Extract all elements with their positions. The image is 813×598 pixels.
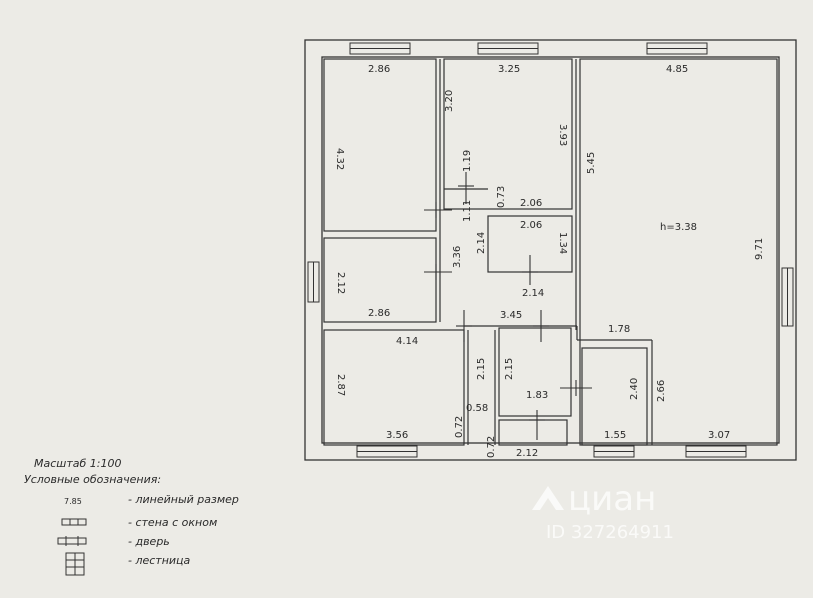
legend-item-door: - дверь xyxy=(128,535,170,548)
dim-r6-top: 4.14 xyxy=(396,336,418,347)
window-bottom-3 xyxy=(685,445,747,458)
doors xyxy=(424,172,592,440)
door-hall-2 xyxy=(458,172,474,204)
dim-porch-b: 2.12 xyxy=(516,448,538,459)
legend-title: Условные обозначения: xyxy=(24,473,161,486)
door-room-6 xyxy=(456,310,472,342)
dim-r1-side: 4.32 xyxy=(334,148,345,170)
legend-window-icon xyxy=(61,518,87,526)
dim-r8-side: 2.40 xyxy=(629,378,640,400)
room-7 xyxy=(498,327,572,417)
legend-item-window: - стена с окном xyxy=(128,516,217,529)
legend-door-icon xyxy=(57,536,87,546)
dim-r6-a: 0.72 xyxy=(454,416,465,438)
room-6 xyxy=(323,329,465,446)
watermark-id: ID 327264911 xyxy=(546,522,674,543)
dim-r2-top: 3.25 xyxy=(498,64,520,75)
dim-hall-b: 1.11 xyxy=(462,200,473,222)
dim-r3-height: h=3.38 xyxy=(660,222,697,233)
dim-r6-b: 0.58 xyxy=(466,403,488,414)
door-room-7 xyxy=(533,310,549,342)
dim-mid-a: 3.45 xyxy=(500,310,522,321)
window-top-3 xyxy=(646,42,708,55)
dim-r3-top: 4.85 xyxy=(666,64,688,75)
dim-r5-bottom: 2.86 xyxy=(368,308,390,319)
door-room-8 xyxy=(560,380,592,396)
room-8 xyxy=(581,347,648,446)
dim-r4-bottom: 2.14 xyxy=(522,288,544,299)
dim-mid-b: 1.78 xyxy=(608,324,630,335)
interior-walls xyxy=(323,58,778,446)
dim-r6-right: 2.15 xyxy=(476,358,487,380)
door-hall-3 xyxy=(424,264,452,280)
dim-r2-left: 3.20 xyxy=(444,90,455,112)
dim-r2-gap: 0.73 xyxy=(496,186,507,208)
dim-porch-a: 0.72 xyxy=(486,436,497,458)
room-1 xyxy=(323,58,437,232)
window-left xyxy=(307,261,320,303)
dimension-labels: 2.86 4.32 3.25 3.20 3.93 2.06 0.73 4.85 … xyxy=(334,64,765,459)
dim-r2-bottom: 2.06 xyxy=(520,198,542,209)
dim-r9-left: 2.66 xyxy=(656,380,667,402)
room-2 xyxy=(443,58,573,210)
dim-hall-a: 1.19 xyxy=(462,150,473,172)
legend-item-dimension: - линейный размер xyxy=(128,493,239,506)
dim-r9-bottom: 3.07 xyxy=(708,430,730,441)
legend-sample-value: 7.85 xyxy=(64,497,82,506)
dim-r3-right: 9.71 xyxy=(754,238,765,260)
legend-scale: Масштаб 1:100 xyxy=(34,457,121,470)
dim-r7-bottom: 1.83 xyxy=(526,390,548,401)
legend: Масштаб 1:100 Условные обозначения: 7.85… xyxy=(24,457,239,576)
watermark-brand: циан xyxy=(568,479,656,519)
room-3 xyxy=(579,58,778,446)
dim-hall-d: 3.36 xyxy=(452,246,463,268)
dim-r6-left: 2.87 xyxy=(335,374,346,396)
windows xyxy=(307,42,794,458)
dim-r5-side: 2.12 xyxy=(335,272,346,294)
porch xyxy=(498,419,568,446)
dim-r1-top: 2.86 xyxy=(368,64,390,75)
window-right xyxy=(781,267,794,327)
window-top-1 xyxy=(349,42,411,55)
cian-logo-icon xyxy=(532,486,564,510)
dim-r6-bottom: 3.56 xyxy=(386,430,408,441)
legend-item-stairs: - лестница xyxy=(128,554,191,567)
legend-stairs-icon xyxy=(65,552,85,576)
window-bottom-2 xyxy=(593,445,635,458)
dim-r2-right: 3.93 xyxy=(557,124,568,146)
door-entrance xyxy=(529,410,545,440)
dim-r7-side: 2.15 xyxy=(504,358,515,380)
watermark: циан ID 327264911 xyxy=(532,479,674,543)
window-top-2 xyxy=(477,42,539,55)
dim-r4-top: 2.06 xyxy=(520,220,542,231)
outer-wall xyxy=(304,39,797,461)
door-hall-1 xyxy=(424,202,452,218)
dim-r3-left: 5.45 xyxy=(586,152,597,174)
window-bottom-1 xyxy=(356,445,418,458)
dim-r4-side: 1.34 xyxy=(557,232,568,254)
dim-hall-c: 2.14 xyxy=(476,232,487,254)
dim-r8-bottom: 1.55 xyxy=(604,430,626,441)
door-room-4 xyxy=(522,255,538,285)
